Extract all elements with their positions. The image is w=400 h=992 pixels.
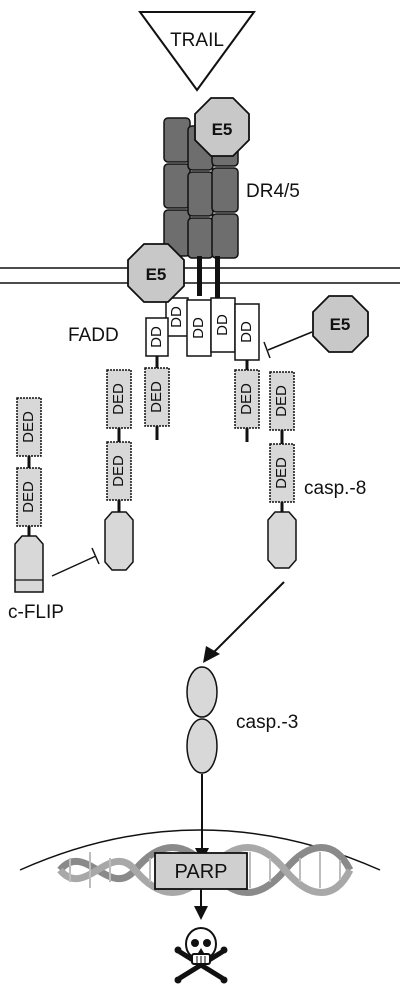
caspase-8-label: casp.-8 bbox=[304, 478, 366, 499]
arrow-casp8-to-casp3 bbox=[203, 581, 285, 663]
fadd-left: DD DED bbox=[144, 317, 170, 440]
c-flip-label: c-FLIP bbox=[8, 602, 64, 623]
caspase-8-right: DED DED bbox=[267, 371, 297, 569]
svg-text:DED: DED bbox=[273, 385, 290, 417]
arrow-parp-to-death bbox=[194, 889, 208, 920]
e5-label-top: E5 bbox=[212, 120, 233, 139]
fadd-right: DED bbox=[234, 360, 260, 442]
e5-octagon-right: E5 bbox=[263, 295, 369, 359]
svg-text:DED: DED bbox=[273, 457, 290, 489]
c-flip: DED DED c-FLIP bbox=[8, 397, 100, 623]
e5-octagon-receptor: E5 bbox=[194, 97, 250, 157]
e5-octagon-membrane: E5 bbox=[127, 243, 185, 303]
caspase-8-left: DED DED bbox=[104, 369, 134, 571]
svg-text:DED: DED bbox=[110, 455, 127, 487]
svg-text:DED: DED bbox=[20, 411, 37, 443]
trail-ligand: TRAIL bbox=[138, 11, 256, 92]
fadd-label: FADD bbox=[68, 325, 119, 346]
skull-crossbones-icon bbox=[174, 927, 228, 984]
plasma-membrane bbox=[0, 267, 400, 284]
trail-label: TRAIL bbox=[170, 30, 224, 51]
parp-label: PARP bbox=[175, 861, 228, 883]
e5-label-right: E5 bbox=[330, 315, 351, 334]
receptor-death-domains: DD DD DD DD bbox=[165, 297, 260, 361]
svg-text:DED: DED bbox=[148, 381, 165, 413]
svg-text:DED: DED bbox=[110, 383, 127, 415]
parp-box: PARP bbox=[154, 852, 248, 890]
svg-text:DD: DD bbox=[214, 314, 231, 336]
svg-text:DED: DED bbox=[20, 481, 37, 513]
caspase-3: casp.-3 bbox=[186, 666, 298, 774]
svg-text:DD: DD bbox=[168, 306, 185, 328]
receptor-column-left bbox=[163, 117, 191, 257]
arrow-casp3-to-parp bbox=[195, 774, 209, 862]
svg-text:DD: DD bbox=[238, 321, 255, 343]
dr45-label: DR4/5 bbox=[246, 181, 300, 202]
caspase-3-label: casp.-3 bbox=[236, 712, 298, 733]
svg-text:DD: DD bbox=[148, 326, 165, 348]
svg-text:DED: DED bbox=[238, 383, 255, 415]
svg-text:DD: DD bbox=[190, 317, 207, 339]
e5-label-membrane: E5 bbox=[146, 265, 167, 284]
